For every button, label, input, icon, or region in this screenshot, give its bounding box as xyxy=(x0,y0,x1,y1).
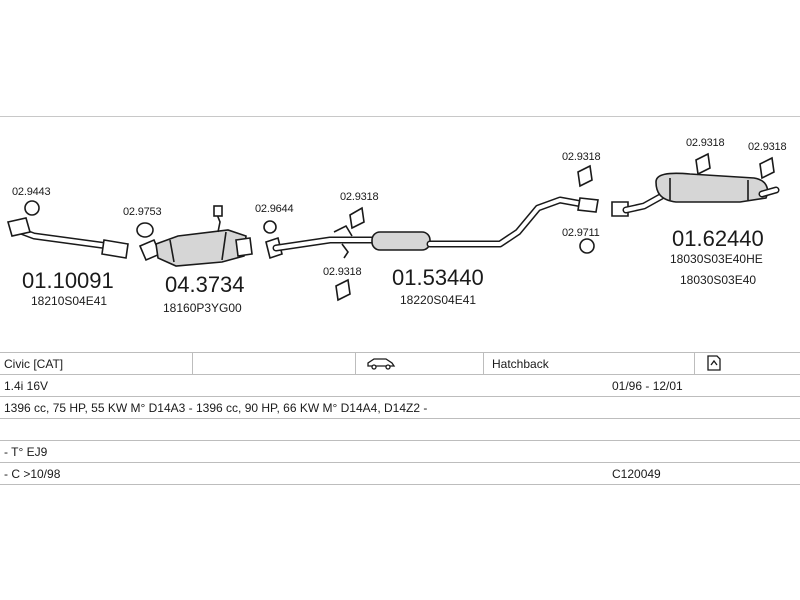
part-number: 04.3734 xyxy=(165,272,245,297)
gasket-label: 02.9318 xyxy=(562,151,600,163)
gasket-label: 02.9318 xyxy=(686,137,724,149)
oem-number: 18030S03E40 xyxy=(680,273,756,287)
document-icon[interactable] xyxy=(706,355,722,374)
hanger-02-9318-c[interactable] xyxy=(577,164,593,188)
cell-divider xyxy=(192,353,193,374)
gasket-label: 02.9318 xyxy=(748,141,786,153)
exhaust-diagram-svg: 02.9443 02.9753 02.9644 02.9318 02.9318 … xyxy=(6,137,787,315)
hanger-02-9318-a[interactable] xyxy=(349,206,365,230)
vehicle-info-table: Civic [CAT] Hatchback 1.4i 16V 01/96 - 1… xyxy=(0,352,800,485)
model-name: Civic [CAT] xyxy=(4,357,64,371)
gasket-label: 02.9644 xyxy=(255,203,293,215)
info-row-chassis: - C >10/98 C120049 xyxy=(0,462,800,485)
middle-pipe-with-silencer[interactable] xyxy=(265,196,599,260)
gasket-label: 02.9711 xyxy=(562,227,600,239)
type-code: - T° EJ9 xyxy=(4,445,48,459)
body-type: Hatchback xyxy=(492,357,549,371)
gasket-label: 02.9753 xyxy=(123,206,161,218)
gasket-02-9443[interactable] xyxy=(24,200,40,216)
cell-divider xyxy=(355,353,356,374)
oem-number: 18030S03E40HE xyxy=(670,252,763,266)
oem-number: 18220S04E41 xyxy=(400,293,476,307)
engine-specs: 1396 cc, 75 HP, 55 KW M° D14A3 - 1396 cc… xyxy=(4,401,428,415)
catalog-code: C120049 xyxy=(612,467,661,481)
exhaust-diagram: 02.9443 02.9753 02.9644 02.9318 02.9318 … xyxy=(6,137,787,315)
gasket-02-9711[interactable] xyxy=(579,238,595,254)
top-divider xyxy=(0,116,800,117)
cell-divider xyxy=(483,353,484,374)
catalytic-converter[interactable] xyxy=(138,205,253,267)
chassis-info: - C >10/98 xyxy=(4,467,61,481)
rear-silencer[interactable] xyxy=(611,172,780,217)
gasket-label: 02.9443 xyxy=(12,186,50,198)
gasket-label: 02.9318 xyxy=(323,266,361,278)
gasket-02-9753[interactable] xyxy=(136,222,154,238)
car-side-icon xyxy=(366,356,396,373)
info-row-model: Civic [CAT] Hatchback xyxy=(0,352,800,374)
gasket-02-9644[interactable] xyxy=(263,220,277,234)
oem-number: 18210S04E41 xyxy=(31,294,107,308)
cell-divider xyxy=(694,353,695,374)
engine: 1.4i 16V xyxy=(4,379,49,393)
front-pipe[interactable] xyxy=(6,217,129,259)
part-number: 01.53440 xyxy=(392,265,484,290)
info-row-blank xyxy=(0,418,800,440)
production-years: 01/96 - 12/01 xyxy=(612,379,683,393)
hanger-02-9318-e[interactable] xyxy=(759,156,775,180)
part-number: 01.10091 xyxy=(22,268,114,293)
document-icon-svg xyxy=(707,355,721,371)
gasket-label: 02.9318 xyxy=(340,191,378,203)
info-row-engine: 1.4i 16V 01/96 - 12/01 xyxy=(0,374,800,396)
info-row-type: - T° EJ9 xyxy=(0,440,800,462)
part-number: 01.62440 xyxy=(672,226,764,251)
car-side-icon-svg xyxy=(367,358,396,370)
info-row-specs: 1396 cc, 75 HP, 55 KW M° D14A3 - 1396 cc… xyxy=(0,396,800,418)
oem-number: 18160P3YG00 xyxy=(163,301,242,315)
hanger-02-9318-b[interactable] xyxy=(335,278,351,302)
hanger-02-9318-d[interactable] xyxy=(695,152,711,176)
